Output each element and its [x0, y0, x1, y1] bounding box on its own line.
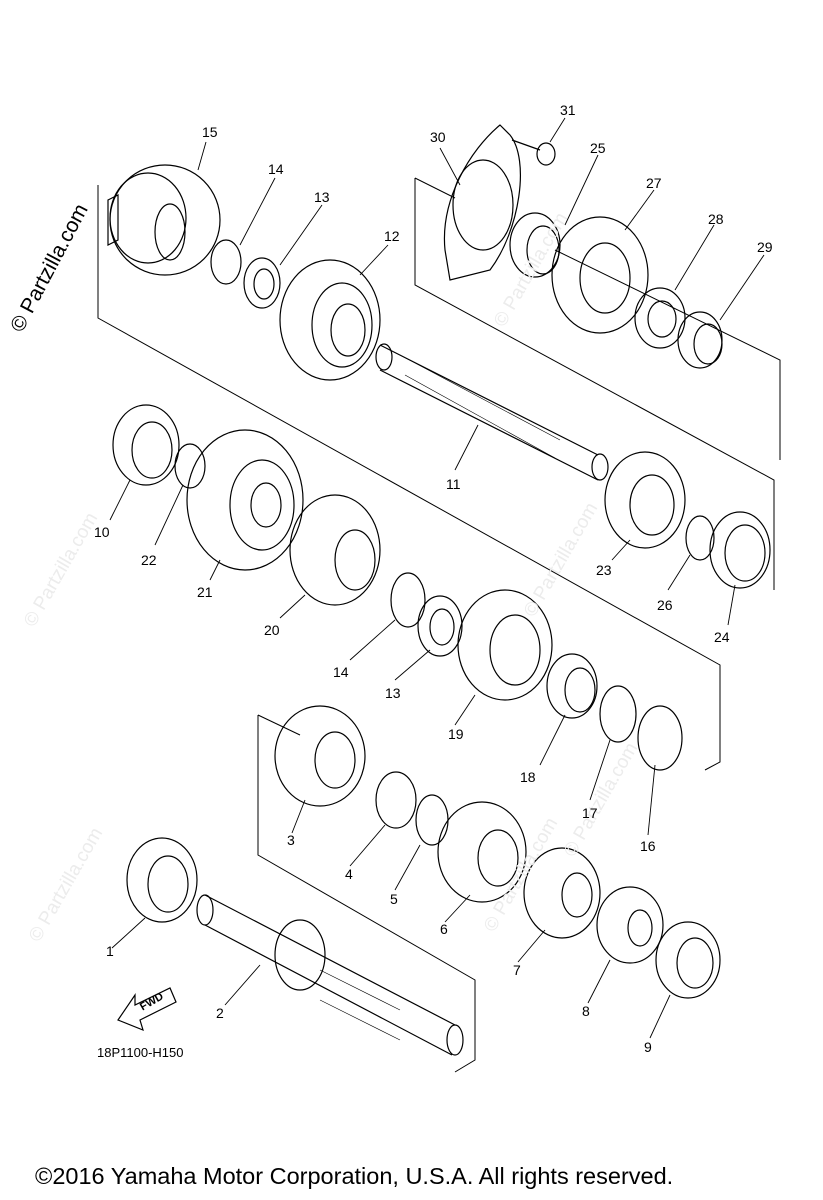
bearing-10	[112, 404, 180, 486]
needle-bearing-18	[546, 653, 598, 719]
main-shaft-2	[196, 894, 464, 1056]
bearing-9	[655, 921, 721, 999]
callout-3: 3	[287, 832, 295, 848]
circlip-14	[210, 239, 242, 285]
washer-4	[375, 771, 417, 829]
washer-17	[599, 685, 637, 743]
callout-17: 17	[582, 805, 598, 821]
diagram-part-number: 18P1100-H150	[97, 1045, 184, 1060]
circlip-14b	[390, 572, 426, 628]
leader-lines	[109, 117, 765, 1039]
upper-group-outline	[97, 177, 781, 771]
gear-7	[523, 847, 601, 939]
gear-20	[289, 494, 381, 606]
callout-9: 9	[644, 1039, 652, 1055]
callout-19: 19	[448, 726, 464, 742]
callout-27: 27	[646, 175, 662, 191]
callout-4: 4	[345, 866, 353, 882]
gear-8	[596, 886, 664, 964]
seal-24	[709, 511, 771, 589]
bracket-30	[443, 124, 521, 281]
washer-16	[637, 705, 683, 771]
callout-26: 26	[657, 597, 673, 613]
o-ring-26	[685, 515, 715, 561]
washer-13	[243, 257, 281, 309]
callout-25: 25	[590, 140, 606, 156]
nut-29	[677, 311, 723, 369]
sprocket-27	[551, 216, 649, 334]
callout-2: 2	[216, 1005, 224, 1021]
lower-group-outline	[257, 714, 476, 1073]
callout-30: 30	[430, 129, 446, 145]
callout-7: 7	[513, 962, 521, 978]
callout-12: 12	[384, 228, 400, 244]
gear-19	[457, 589, 553, 701]
callout-23: 23	[596, 562, 612, 578]
callout-14: 14	[268, 161, 284, 177]
collar-28	[634, 287, 686, 349]
copyright-notice: ©2016 Yamaha Motor Corporation, U.S.A. A…	[35, 1163, 674, 1189]
bolt-31-head	[536, 142, 556, 166]
callout-29: 29	[757, 239, 773, 255]
callout-15: 15	[202, 124, 218, 140]
bolt-31	[511, 139, 541, 151]
shaft-11	[375, 343, 609, 481]
callout-13: 13	[314, 189, 330, 205]
gear-6	[437, 801, 527, 903]
callout-11: 11	[446, 476, 461, 492]
callout-8: 8	[582, 1003, 590, 1019]
callout-6: 6	[440, 921, 448, 937]
bearing-23	[604, 451, 686, 549]
callout-14b: 14	[333, 664, 349, 680]
callout-31: 31	[560, 102, 576, 118]
gear-21	[186, 429, 304, 571]
callout-22: 22	[141, 552, 157, 568]
callout-20: 20	[264, 622, 280, 638]
collar-25	[509, 212, 561, 278]
callout-21: 21	[197, 584, 213, 600]
gear-12	[279, 259, 381, 381]
circlip-5	[415, 794, 449, 846]
gear-15	[107, 164, 221, 276]
callout-18: 18	[520, 769, 536, 785]
washer-22	[174, 443, 206, 489]
callout-24: 24	[714, 629, 730, 645]
callout-1: 1	[106, 943, 114, 959]
fwd-arrow-icon	[117, 987, 177, 1032]
washer-13b	[417, 595, 463, 657]
callout-5: 5	[390, 891, 398, 907]
callout-13b: 13	[385, 685, 401, 701]
callout-28: 28	[708, 211, 724, 227]
callout-16: 16	[640, 838, 656, 854]
callout-10: 10	[94, 524, 110, 540]
gear-3	[274, 705, 366, 807]
bearing-1	[126, 837, 198, 923]
